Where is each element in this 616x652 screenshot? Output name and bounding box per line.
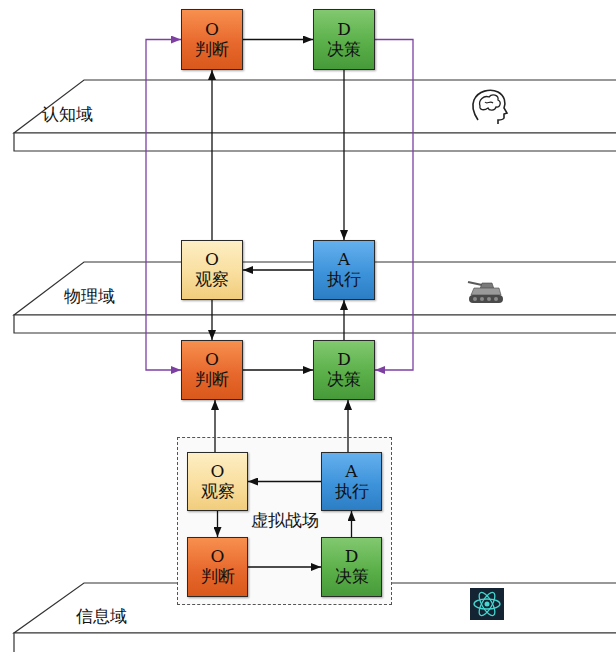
flow-arrow bbox=[248, 566, 321, 567]
brain-icon bbox=[473, 90, 507, 124]
step-letter: O bbox=[211, 462, 225, 482]
node-label: 判断 bbox=[201, 567, 235, 587]
step-letter: O bbox=[211, 547, 225, 567]
node-label: 观察 bbox=[195, 270, 229, 290]
tank-hull bbox=[471, 288, 501, 295]
node-label: 决策 bbox=[335, 567, 369, 587]
atom-core bbox=[485, 602, 490, 607]
flow-arrow bbox=[351, 511, 352, 537]
observe-box: O观察 bbox=[187, 452, 248, 511]
plane-side bbox=[14, 315, 616, 333]
plane-side bbox=[14, 633, 616, 652]
brain-outline bbox=[480, 95, 501, 110]
flow-arrow bbox=[217, 511, 218, 537]
tank-wheel bbox=[487, 297, 491, 301]
flow-arrow bbox=[248, 481, 321, 482]
domain-label: 认知域 bbox=[42, 104, 93, 124]
step-letter: O bbox=[205, 20, 219, 40]
node-label: 决策 bbox=[327, 40, 361, 60]
flow-arrow bbox=[211, 70, 212, 240]
step-letter: D bbox=[337, 350, 351, 370]
act-box: A执行 bbox=[313, 240, 375, 300]
flow-arrow bbox=[343, 300, 344, 340]
feedback-link bbox=[375, 40, 413, 371]
node-label: 判断 bbox=[195, 40, 229, 60]
head-outline bbox=[473, 90, 507, 124]
tank-track bbox=[469, 295, 503, 303]
atom-orbit bbox=[476, 590, 498, 618]
step-letter: A bbox=[345, 462, 357, 482]
judge-box: O判断 bbox=[187, 537, 248, 597]
brain-fold bbox=[485, 102, 493, 103]
tank-wheel bbox=[480, 297, 484, 301]
plane-label-holder: 物理域 bbox=[64, 286, 115, 306]
node-label: 虚拟战场 bbox=[251, 511, 319, 531]
feedback-link bbox=[146, 40, 181, 371]
plane-label-holder: 认知域 bbox=[42, 104, 93, 124]
step-letter: O bbox=[205, 250, 219, 270]
decide-box: D决策 bbox=[313, 9, 375, 70]
flow-arrow bbox=[343, 70, 344, 240]
tank-wheel bbox=[473, 297, 477, 301]
flow-arrow bbox=[243, 39, 313, 40]
flow-arrow bbox=[214, 400, 215, 452]
plane-side bbox=[14, 133, 616, 151]
decide-box: D决策 bbox=[321, 537, 382, 597]
atom-icon bbox=[470, 588, 504, 620]
node-label: 决策 bbox=[327, 370, 361, 390]
observe-box: O观察 bbox=[181, 240, 243, 300]
node-label: 判断 bbox=[195, 370, 229, 390]
judge-box: O判断 bbox=[181, 9, 243, 70]
domain-label: 信息域 bbox=[76, 606, 127, 626]
domain-label: 物理域 bbox=[64, 286, 115, 306]
atom-ground bbox=[470, 588, 504, 620]
flow-arrow bbox=[347, 400, 348, 452]
group-ground bbox=[177, 437, 392, 605]
flow-arrow bbox=[243, 369, 313, 370]
decide-box: D决策 bbox=[313, 340, 375, 400]
plane-label-holder: 信息域 bbox=[76, 606, 127, 626]
tank-icon bbox=[468, 282, 503, 303]
tank-barrel bbox=[468, 282, 482, 285]
connector-group bbox=[146, 40, 413, 568]
tank-wheel bbox=[494, 297, 498, 301]
act-box: A执行 bbox=[321, 452, 382, 511]
judge-box: O判断 bbox=[181, 340, 243, 400]
atom-orbit bbox=[474, 599, 500, 609]
step-letter: D bbox=[345, 547, 359, 567]
flow-arrow bbox=[211, 300, 212, 340]
node-label: 执行 bbox=[327, 270, 361, 290]
flow-arrow bbox=[243, 269, 313, 270]
node-label: 观察 bbox=[201, 482, 235, 502]
step-letter: D bbox=[337, 20, 351, 40]
group-box: 虚拟战场O观察A执行O判断D决策 bbox=[177, 437, 392, 605]
plane-top bbox=[14, 80, 616, 133]
atom-orbit bbox=[476, 590, 498, 618]
step-letter: A bbox=[338, 250, 350, 270]
step-letter: O bbox=[205, 350, 219, 370]
node-label: 执行 bbox=[335, 482, 369, 502]
